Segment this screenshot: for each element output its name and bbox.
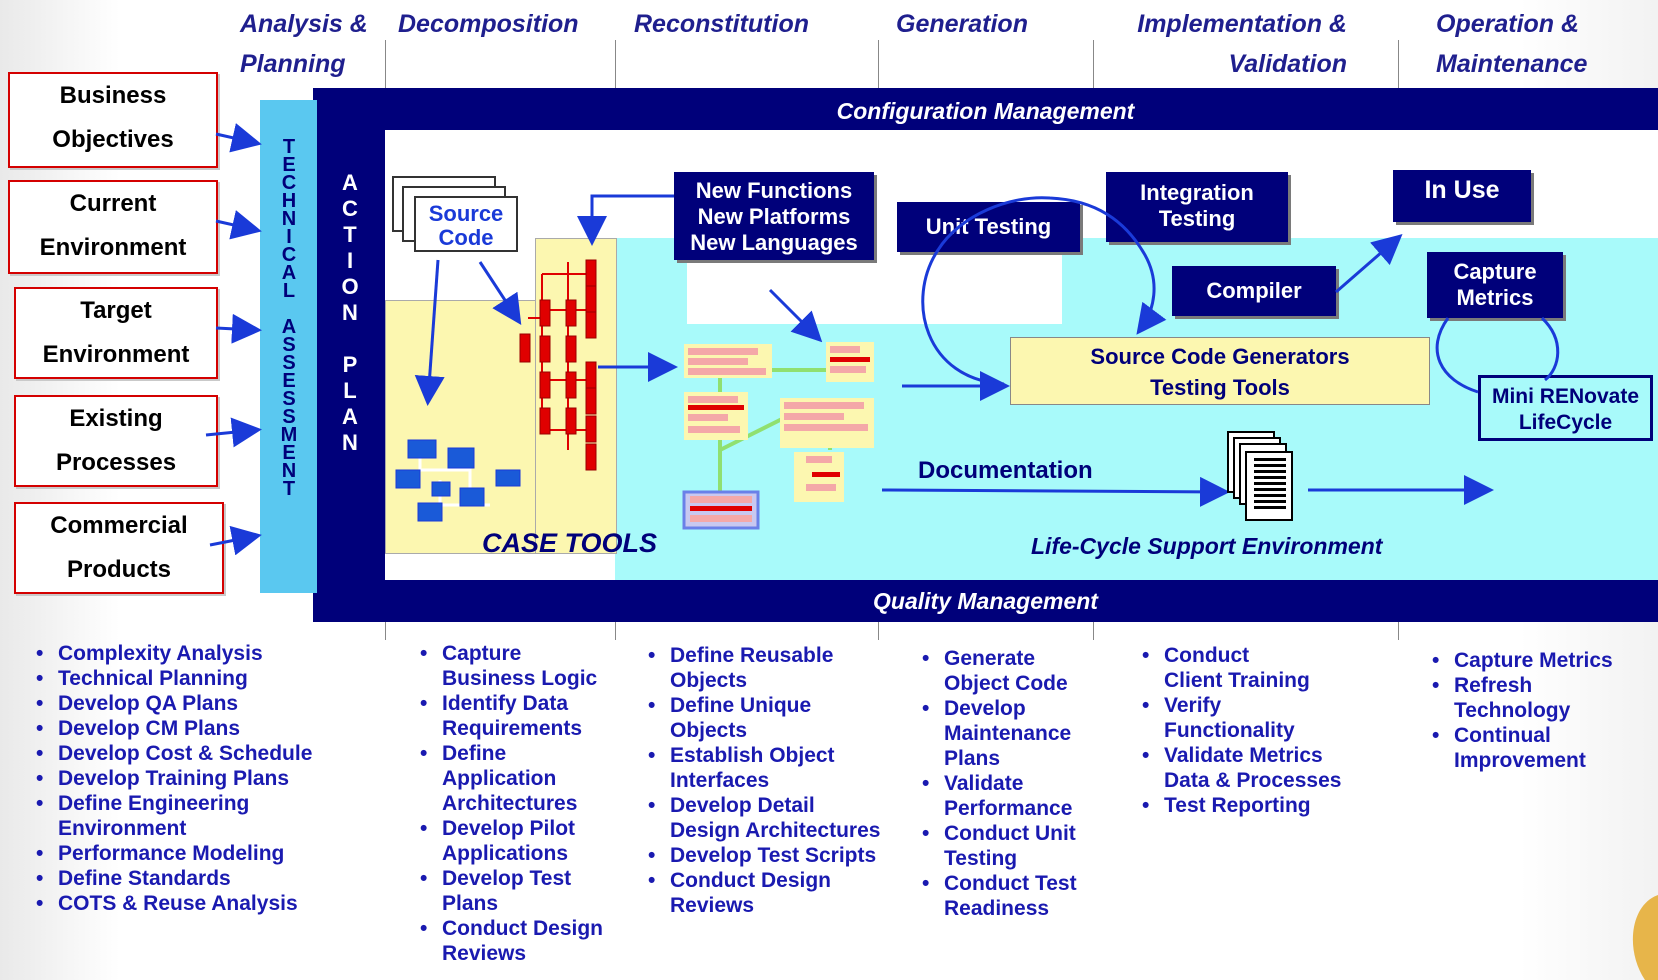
compiler-box: Compiler bbox=[1172, 266, 1336, 316]
list-item: Validate Metrics Data & Processes bbox=[1142, 743, 1382, 793]
operation-activities: Capture Metrics Refresh Technology Conti… bbox=[1432, 648, 1647, 773]
structure-chart bbox=[519, 259, 597, 471]
list-item: Develop Cost & Schedule bbox=[36, 741, 366, 766]
list-item: Define Application Architectures bbox=[420, 741, 640, 816]
phase-implementation-validation: Implementation & Validation bbox=[1137, 10, 1347, 78]
new-functions-box: New Functions New Platforms New Language… bbox=[674, 172, 874, 260]
phase-operation-maintenance: Operation & Maintenance bbox=[1436, 10, 1588, 78]
input-arrow bbox=[209, 525, 262, 556]
phase-reconstitution: Reconstitution bbox=[634, 10, 809, 38]
list-item: Conduct Unit Testing bbox=[922, 821, 1102, 871]
action-plan-label: A C T I O N P L A N bbox=[341, 170, 359, 455]
documentation-arrow bbox=[881, 476, 1230, 507]
implementation-activities: Conduct Client Training Verify Functiona… bbox=[1142, 643, 1382, 818]
list-item: Develop QA Plans bbox=[36, 691, 366, 716]
list-item: Technical Planning bbox=[36, 666, 366, 691]
list-item: Conduct Test Readiness bbox=[922, 871, 1102, 921]
list-item: Conduct Design Reviews bbox=[648, 868, 923, 918]
input-arrow bbox=[215, 210, 262, 240]
list-item: Performance Modeling bbox=[36, 841, 366, 866]
metrics-loop-right bbox=[1540, 316, 1560, 382]
source-arrow bbox=[414, 259, 445, 406]
list-item: Develop CM Plans bbox=[36, 716, 366, 741]
input-arrow bbox=[215, 123, 262, 153]
phase-analysis-planning: Analysis & Planning bbox=[240, 10, 368, 78]
input-arrow bbox=[215, 313, 262, 344]
list-item: Verify Functionality bbox=[1142, 693, 1382, 743]
source-arrow bbox=[478, 261, 522, 326]
quality-management-band: Quality Management bbox=[313, 584, 1658, 618]
phase-decomposition: Decomposition bbox=[398, 10, 579, 38]
unit-testing-loop bbox=[921, 196, 1167, 386]
list-item: Develop Test Plans bbox=[420, 866, 640, 916]
list-item: Complexity Analysis bbox=[36, 641, 366, 666]
in-use-box: In Use bbox=[1393, 170, 1531, 222]
list-item: Conduct Client Training bbox=[1142, 643, 1382, 693]
new-functions-arrow bbox=[768, 288, 823, 343]
metrics-loop bbox=[1435, 317, 1479, 394]
list-item: Develop Maintenance Plans bbox=[922, 696, 1102, 771]
technical-assessment-bar bbox=[260, 100, 317, 593]
list-item: Define Engineering Environment bbox=[36, 791, 366, 841]
documents-icon bbox=[1227, 431, 1293, 521]
case-tools-label: CASE TOOLS bbox=[482, 528, 658, 558]
list-item: Develop Detail Design Architectures bbox=[648, 793, 923, 843]
list-item: Capture Business Logic bbox=[420, 641, 640, 691]
list-item: Identify Data Requirements bbox=[420, 691, 640, 741]
input-business-objectives: Business Objectives bbox=[8, 72, 218, 168]
feedback-arrow bbox=[577, 194, 674, 246]
input-target-environment: Target Environment bbox=[14, 287, 218, 379]
reconstitution-activities: Define Reusable Objects Define Unique Ob… bbox=[648, 643, 923, 918]
list-item: COTS & Reuse Analysis bbox=[36, 891, 366, 916]
generation-activities: Generate Object Code Develop Maintenance… bbox=[922, 646, 1102, 921]
list-item: Capture Metrics bbox=[1432, 648, 1647, 673]
list-item: Conduct Design Reviews bbox=[420, 916, 640, 966]
list-item: Define Unique Objects bbox=[648, 693, 923, 743]
list-item: Develop Pilot Applications bbox=[420, 816, 640, 866]
phase-generation: Generation bbox=[896, 10, 1028, 38]
capture-metrics-box: Capture Metrics bbox=[1427, 252, 1563, 318]
integration-testing-box: Integration Testing bbox=[1106, 172, 1288, 242]
list-item: Define Standards bbox=[36, 866, 366, 891]
list-item: Develop Test Scripts bbox=[648, 843, 923, 868]
corner-swoosh bbox=[1632, 895, 1658, 980]
list-item: Generate Object Code bbox=[922, 646, 1102, 696]
list-item: Test Reporting bbox=[1142, 793, 1382, 818]
list-item: Continual Improvement bbox=[1432, 723, 1647, 773]
input-arrow bbox=[205, 417, 262, 448]
compiler-to-in-use-arrow bbox=[1335, 234, 1403, 294]
object-model bbox=[682, 342, 874, 530]
documentation-label: Documentation bbox=[918, 457, 1093, 484]
source-code-box: Source Code bbox=[414, 196, 518, 252]
mini-renovate-box: Mini RENovate LifeCycle bbox=[1478, 375, 1653, 441]
decomposition-activities: Capture Business Logic Identify Data Req… bbox=[420, 641, 640, 966]
list-item: Establish Object Interfaces bbox=[648, 743, 923, 793]
list-item: Define Reusable Objects bbox=[648, 643, 923, 693]
input-existing-processes: Existing Processes bbox=[14, 395, 218, 487]
input-current-environment: Current Environment bbox=[8, 180, 218, 274]
analysis-activities: Complexity Analysis Technical Planning D… bbox=[36, 641, 366, 916]
lifecycle-env-label: Life-Cycle Support Environment bbox=[1031, 533, 1383, 559]
technical-assessment-label: T E C H N I C A L A S S E S S M E N T bbox=[280, 136, 298, 500]
generators-box: Source Code Generators Testing Tools bbox=[1010, 337, 1430, 405]
list-item: Develop Training Plans bbox=[36, 766, 366, 791]
data-flow-diagram bbox=[395, 439, 521, 522]
input-commercial-products: Commercial Products bbox=[14, 502, 224, 594]
list-item: Refresh Technology bbox=[1432, 673, 1647, 723]
list-item: Validate Performance bbox=[922, 771, 1102, 821]
configuration-management-band: Configuration Management bbox=[313, 94, 1658, 128]
